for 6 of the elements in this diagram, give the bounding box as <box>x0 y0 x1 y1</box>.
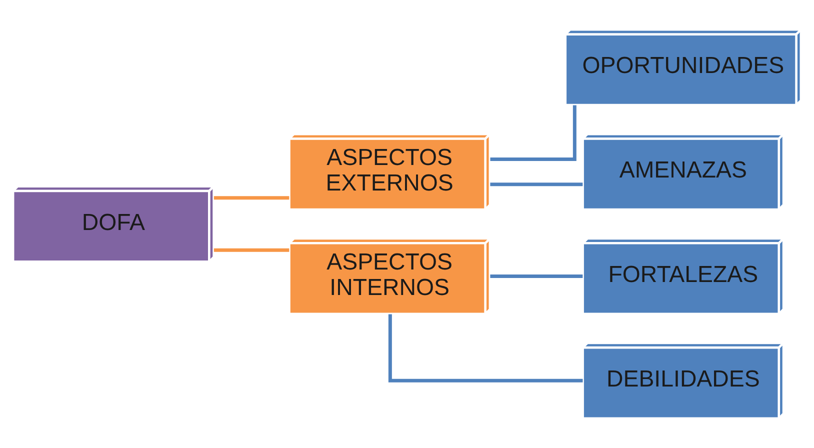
connector <box>214 196 290 200</box>
connector <box>490 274 583 278</box>
connector <box>490 182 583 186</box>
connector <box>490 105 576 161</box>
connector <box>388 314 583 382</box>
connector <box>214 248 290 252</box>
